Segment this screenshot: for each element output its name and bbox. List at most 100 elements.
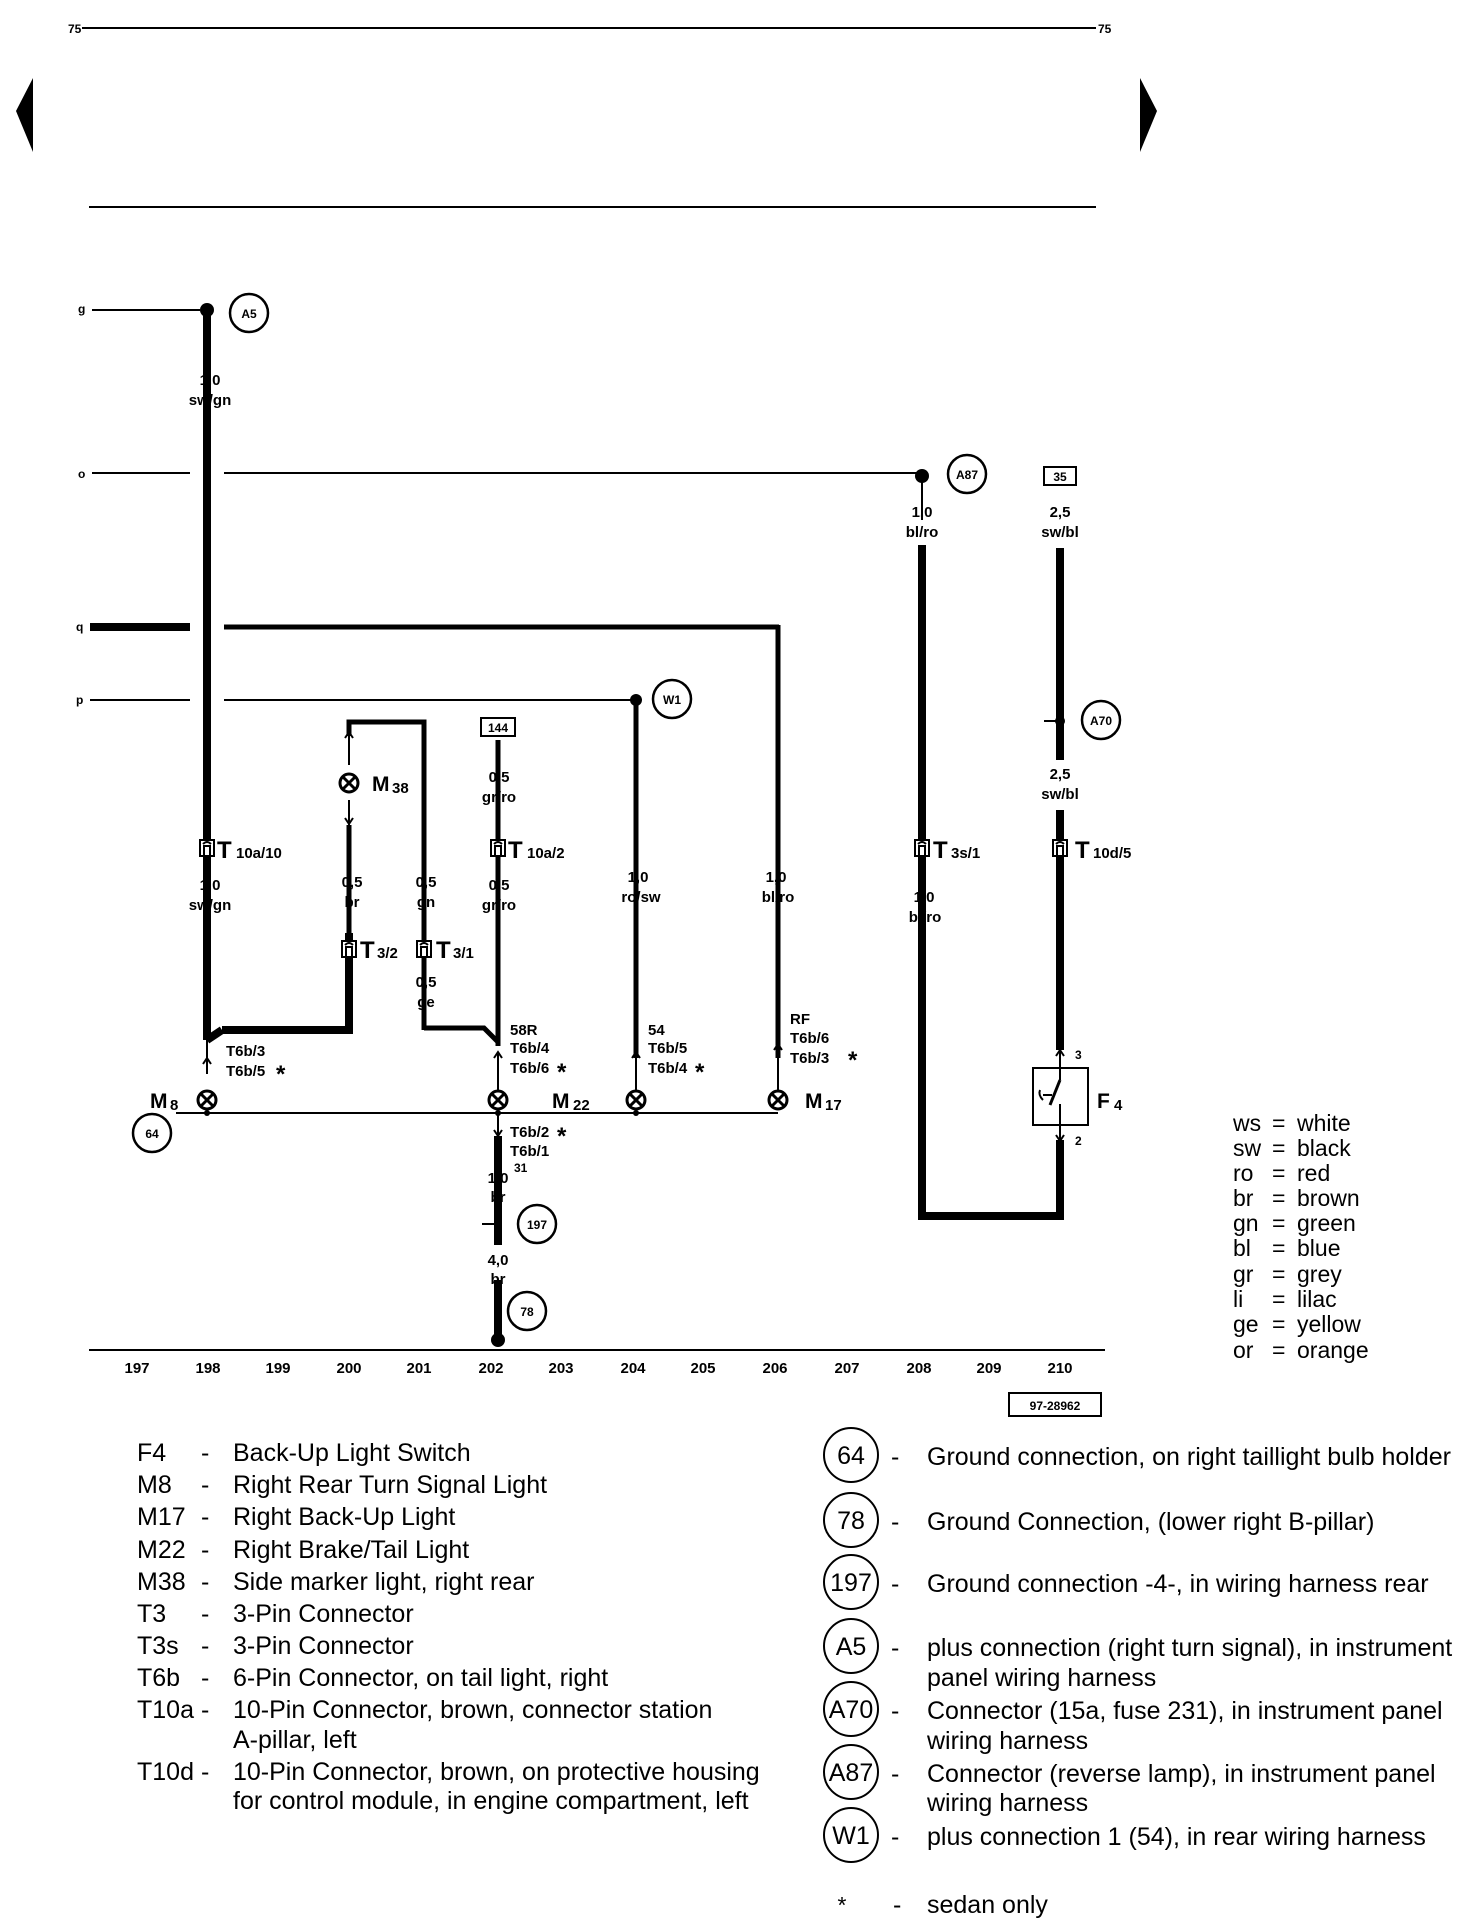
pin-label: T6b/2 xyxy=(510,1124,549,1141)
legend-dash: - xyxy=(891,1508,899,1536)
component-legend: F4 - Back-Up Light Switch M8 - Right Rea… xyxy=(137,1439,760,1815)
connector-label: T xyxy=(217,837,232,864)
color-code: or xyxy=(1233,1337,1254,1363)
connector-sublabel: 3/2 xyxy=(377,945,398,962)
color-name: orange xyxy=(1297,1337,1369,1363)
svg-text:A5: A5 xyxy=(241,307,257,321)
connection-197: 197 xyxy=(516,1203,558,1245)
legend-text: plus connection 1 (54), in rear wiring h… xyxy=(927,1823,1426,1851)
svg-text:197: 197 xyxy=(527,1218,547,1232)
pin-label: T6b/5 xyxy=(226,1063,265,1080)
legend-text: Ground Connection, (lower right B-pillar… xyxy=(927,1508,1374,1536)
color-code: sw xyxy=(1233,1135,1262,1161)
wire-label-size: 0,5 xyxy=(489,769,510,786)
legend-text: Right Brake/Tail Light xyxy=(233,1536,469,1564)
page-number-left: 75 xyxy=(68,22,82,36)
svg-text:144: 144 xyxy=(488,721,508,735)
component-label-m17: M xyxy=(805,1090,823,1113)
sedan-only-mark: * xyxy=(557,1123,567,1150)
bus-label-p: p xyxy=(76,693,83,707)
page-number-right: 75 xyxy=(1098,22,1112,36)
color-code: br xyxy=(1233,1185,1254,1211)
column-number: 206 xyxy=(762,1360,787,1377)
component-label-m8: M xyxy=(150,1090,168,1113)
page-header: 75 75 xyxy=(16,22,1157,208)
legend-dash: - xyxy=(201,1600,209,1628)
color-name: white xyxy=(1296,1110,1351,1136)
legend-code: A5 xyxy=(836,1633,867,1661)
wire-label-color: br xyxy=(491,1271,506,1288)
wire-label-color: sw/bl xyxy=(1041,786,1079,803)
wire-label-size: 2,5 xyxy=(1050,766,1071,783)
legend-code: 197 xyxy=(830,1569,872,1597)
column-number: 209 xyxy=(976,1360,1001,1377)
equals-sign: = xyxy=(1272,1210,1285,1236)
legend-text: Right Back-Up Light xyxy=(233,1503,455,1531)
footnote-text: sedan only xyxy=(927,1891,1048,1919)
wire-label-size: 1,0 xyxy=(914,889,935,906)
wire-202-ground xyxy=(482,1113,505,1347)
terminal-label: 31 xyxy=(514,1161,528,1175)
wire-label-size: 0,5 xyxy=(489,877,510,894)
pin-arrow-icon xyxy=(631,1051,641,1069)
legend-text: for control module, in engine compartmen… xyxy=(233,1787,749,1815)
wire-210 xyxy=(1044,548,1065,1068)
wire-208 xyxy=(915,469,1064,1220)
legend-dash: - xyxy=(201,1471,209,1499)
pin-arrow-icon xyxy=(1055,1124,1065,1142)
next-page-arrow-icon[interactable] xyxy=(1140,78,1157,152)
pin-label: T6b/5 xyxy=(648,1040,687,1057)
color-name: lilac xyxy=(1297,1286,1337,1312)
equals-sign: = xyxy=(1272,1286,1285,1312)
sedan-only-mark: * xyxy=(276,1061,286,1088)
connector-label: T xyxy=(508,837,523,864)
connector-t10a10-icon xyxy=(199,839,215,857)
color-code: li xyxy=(1233,1286,1243,1312)
legend-code: T10d xyxy=(137,1758,194,1786)
pin-label: T6b/4 xyxy=(510,1040,550,1057)
wire-label-color: sw/gn xyxy=(189,392,232,409)
column-number: 208 xyxy=(906,1360,931,1377)
legend-text: Ground connection -4-, in wiring harness… xyxy=(927,1570,1429,1598)
column-number: 200 xyxy=(336,1360,361,1377)
equals-sign: = xyxy=(1272,1261,1285,1287)
column-number: 203 xyxy=(548,1360,573,1377)
legend-text: 6-Pin Connector, on tail light, right xyxy=(233,1664,608,1692)
wire-label-color: sw/gn xyxy=(189,897,232,914)
pin-arrow-icon xyxy=(344,731,354,749)
wire-label-size: 0,5 xyxy=(416,974,437,991)
lamp-m17-icon xyxy=(767,1089,789,1111)
legend-dash: - xyxy=(201,1568,209,1596)
lamp-m38-icon xyxy=(338,772,360,794)
svg-text:78: 78 xyxy=(520,1305,534,1319)
color-code: ro xyxy=(1233,1160,1253,1186)
component-label-f4: F xyxy=(1097,1090,1110,1113)
pin-arrow-icon xyxy=(202,1057,212,1075)
connector-sublabel: 3/1 xyxy=(453,945,474,962)
legend-dash: - xyxy=(201,1536,209,1564)
legend-text: 10-Pin Connector, brown, on protective h… xyxy=(233,1758,760,1786)
color-code: gr xyxy=(1233,1261,1254,1287)
legend-code: T3 xyxy=(137,1600,166,1628)
component-sublabel: 17 xyxy=(825,1097,842,1114)
bus-label-o: o xyxy=(78,467,85,481)
legend-code: M38 xyxy=(137,1568,186,1596)
pin-label: T6b/6 xyxy=(510,1060,549,1077)
legend-code: 64 xyxy=(837,1442,865,1470)
connector-label: T xyxy=(933,837,948,864)
svg-text:A87: A87 xyxy=(956,468,978,482)
connection-legend: 64 - Ground connection, on right taillig… xyxy=(823,1427,1452,1919)
bus-label-g: g xyxy=(78,302,85,316)
wire-label-size: 1,0 xyxy=(628,869,649,886)
column-number: 201 xyxy=(406,1360,431,1377)
pin-label: T6b/3 xyxy=(226,1043,265,1060)
wire-label-size: 0,5 xyxy=(342,874,363,891)
wire-label-color: bl/ro xyxy=(906,524,939,541)
connector-sublabel: 10a/10 xyxy=(236,845,282,862)
connector-sublabel: 3s/1 xyxy=(951,845,980,862)
ground-line xyxy=(176,1109,778,1116)
previous-page-arrow-icon[interactable] xyxy=(16,78,33,152)
sedan-only-mark: * xyxy=(557,1059,567,1086)
wire-label-color: gr/ro xyxy=(482,789,516,806)
